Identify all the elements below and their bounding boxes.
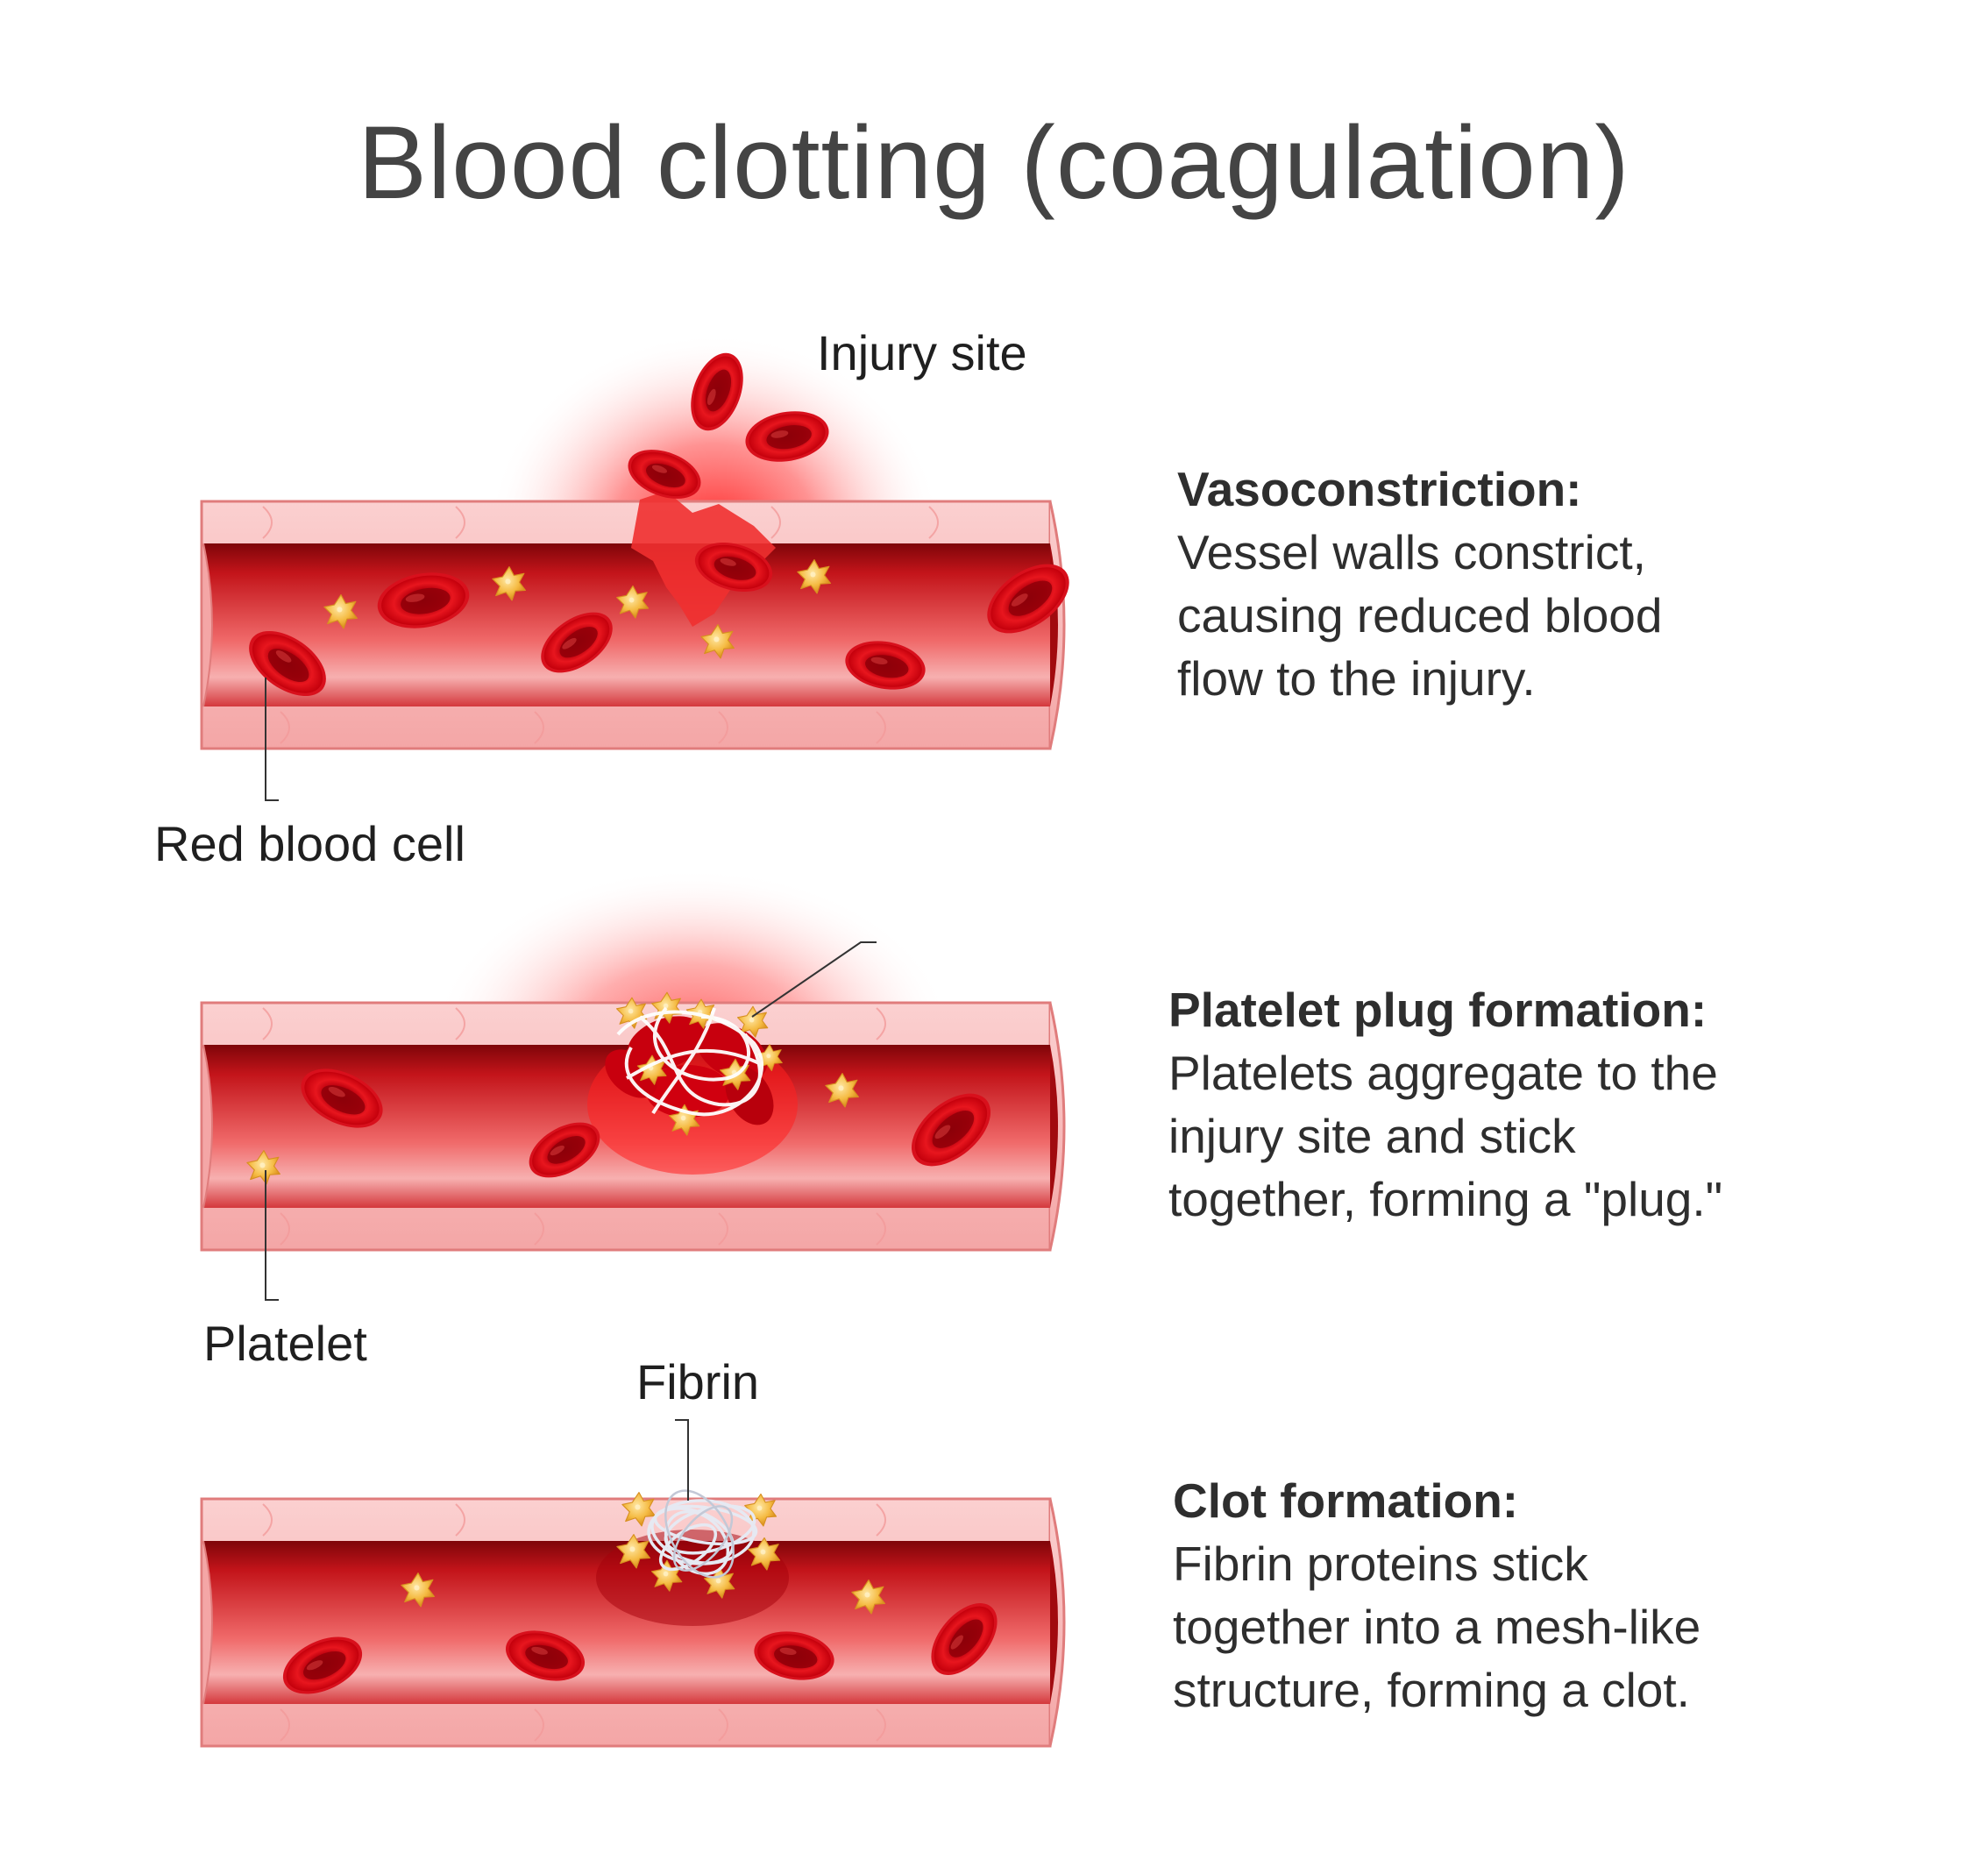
fibrin-clot (616, 1489, 781, 1599)
step-platelet-plug: Platelet plug formation: Platelets aggre… (1168, 978, 1722, 1231)
platelet-label: Platelet (203, 1316, 367, 1371)
step-clot-formation: Clot formation: Fibrin proteins stick to… (1173, 1469, 1700, 1722)
red-blood-cell-label: Red blood cell (154, 816, 465, 871)
step-heading: Clot formation: (1173, 1473, 1519, 1528)
step-description: Platelets aggregate to the injury site a… (1168, 1046, 1723, 1226)
plug-leader-line (751, 941, 877, 1018)
step-heading: Platelet plug formation: (1168, 983, 1708, 1037)
vessel-vasoconstriction (200, 333, 1082, 801)
step-heading: Vasoconstriction: (1177, 462, 1582, 516)
step-description: Fibrin proteins stick together into a me… (1173, 1537, 1701, 1717)
fibrin-label: Fibrin (636, 1354, 760, 1409)
platelet-leader-line (265, 1170, 279, 1301)
vessel-clot (200, 1419, 1066, 1748)
fibrin-leader-line (675, 1419, 689, 1501)
vessel-platelet-plug (200, 868, 1066, 1301)
injury-site-label: Injury site (817, 325, 1027, 380)
page-title: Blood clotting (coagulation) (358, 105, 1630, 221)
red-blood-cell-leader-line (265, 678, 279, 801)
step-vasoconstriction: Vasoconstriction: Vessel walls constrict… (1177, 458, 1662, 710)
platelet-plug (605, 991, 783, 1136)
step-description: Vessel walls constrict, causing reduced … (1177, 525, 1663, 706)
